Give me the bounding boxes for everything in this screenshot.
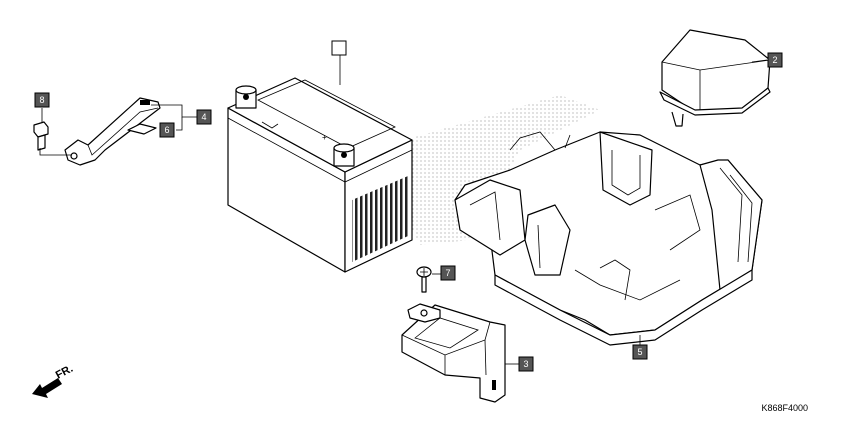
svg-text:2: 2	[772, 55, 777, 65]
svg-text:6: 6	[164, 125, 169, 135]
callout-5: 5	[632, 344, 648, 360]
svg-text:7: 7	[445, 268, 450, 278]
battery-cover[interactable]	[659, 29, 771, 127]
front-direction-label: FR.	[54, 363, 75, 382]
callout-2: 2	[767, 52, 783, 68]
front-direction-arrow: FR.	[32, 363, 75, 398]
battery-holder[interactable]	[401, 303, 506, 403]
callout-3: 3	[518, 356, 534, 372]
figure-code: K868F4000	[761, 403, 808, 413]
svg-text:4: 4	[201, 112, 206, 122]
callout-6: 6	[159, 122, 175, 138]
callout-4: 4	[196, 109, 212, 125]
battery-stay[interactable]	[64, 97, 161, 166]
battery[interactable]: +	[227, 77, 413, 273]
svg-text:5: 5	[637, 347, 642, 357]
bolt[interactable]	[33, 121, 49, 151]
screw[interactable]	[416, 266, 432, 293]
svg-text:3: 3	[523, 359, 528, 369]
shading-area	[400, 95, 600, 245]
battery-terminal-positive	[235, 85, 257, 109]
battery-pad[interactable]	[127, 123, 157, 135]
svg-text:8: 8	[39, 95, 44, 105]
callout-7: 7	[440, 265, 456, 281]
callout-battery	[331, 40, 347, 56]
svg-text:+: +	[322, 133, 327, 142]
callout-8: 8	[34, 92, 50, 108]
leader-lines	[39, 55, 768, 365]
battery-case[interactable]	[454, 131, 763, 346]
battery-terminal-negative	[333, 143, 355, 167]
